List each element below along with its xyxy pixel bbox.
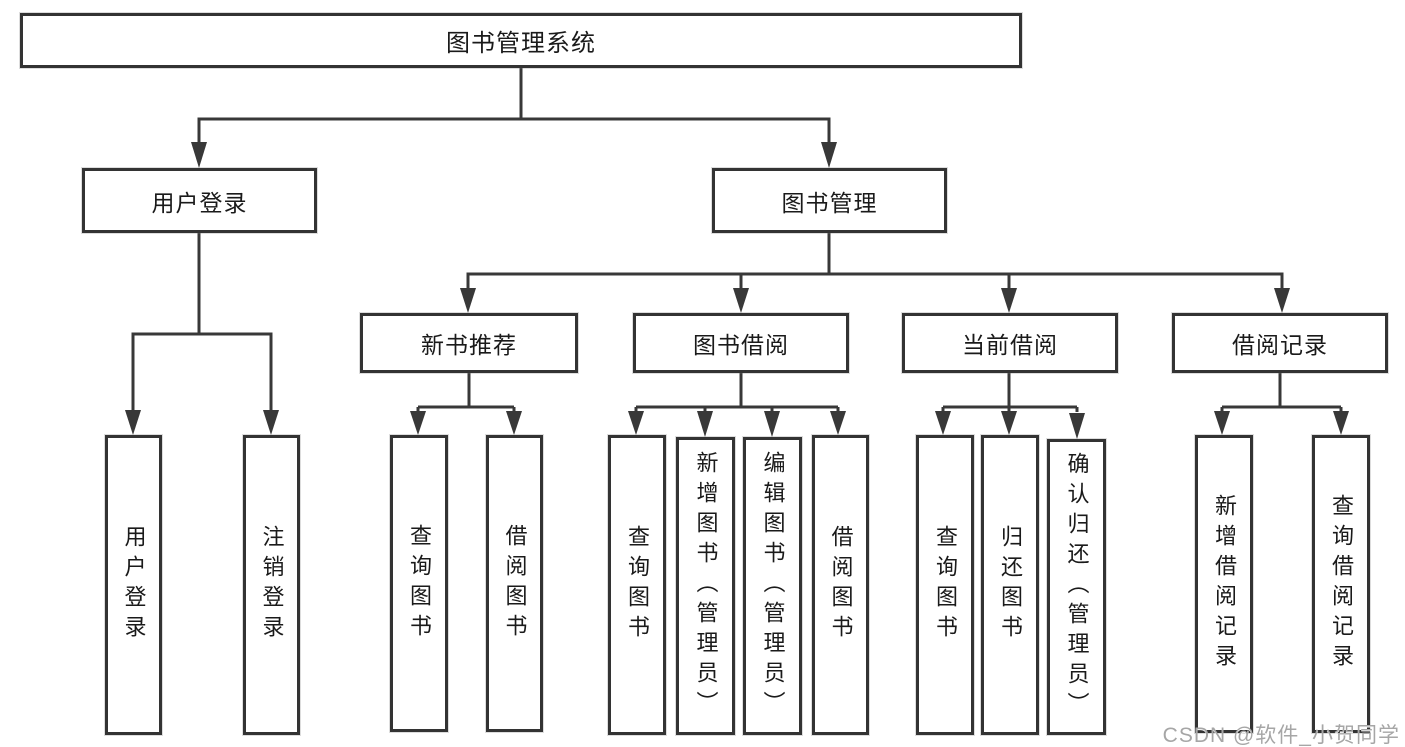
- leaf-query-books-recommendation: 查询图书: [390, 435, 448, 732]
- node-book-borrowing: 图书借阅: [633, 313, 849, 373]
- node-label: 图书管理: [781, 189, 878, 216]
- node-label: 借阅图书: [828, 525, 854, 645]
- node-label: 用户登录: [121, 525, 147, 645]
- node-current-borrowing: 当前借阅: [902, 313, 1118, 373]
- node-user-login: 用户登录: [82, 168, 317, 233]
- leaf-return-books: 归还图书: [981, 435, 1039, 735]
- node-label: 借阅图书: [502, 523, 528, 644]
- node-label: 查询借阅记录: [1329, 494, 1354, 674]
- node-borrowing-records: 借阅记录: [1172, 313, 1388, 373]
- leaf-add-borrow-record: 新增借阅记录: [1195, 435, 1253, 733]
- node-book-management: 图书管理: [712, 168, 947, 233]
- node-label: 借阅记录: [1232, 332, 1328, 358]
- node-label: 查询图书: [933, 525, 958, 645]
- arrowheads: [125, 142, 1349, 439]
- node-label: 当前借阅: [962, 332, 1058, 358]
- leaf-borrow-books-recommendation: 借阅图书: [486, 435, 543, 732]
- leaf-user-login: 用户登录: [105, 435, 162, 735]
- node-label: 编辑图书（管理员）: [760, 451, 786, 721]
- leaf-logout: 注销登录: [243, 435, 300, 735]
- node-label: 注销登录: [259, 525, 285, 645]
- node-library-management-system: 图书管理系统: [20, 13, 1022, 68]
- node-label: 图书借阅: [693, 332, 789, 358]
- node-label: 图书管理系统: [446, 30, 596, 57]
- node-label: 新书推荐: [421, 332, 517, 358]
- node-label: 新增借阅记录: [1212, 494, 1237, 674]
- node-label: 新增图书（管理员）: [693, 451, 719, 721]
- csdn-watermark: CSDN @软件_小贺同学: [1162, 724, 1400, 747]
- leaf-query-books-current: 查询图书: [916, 435, 974, 735]
- leaf-add-books-admin: 新增图书（管理员）: [676, 437, 735, 735]
- leaf-query-books-borrowing: 查询图书: [608, 435, 666, 735]
- leaf-edit-books-admin: 编辑图书（管理员）: [743, 437, 802, 735]
- node-new-book-recommendation: 新书推荐: [360, 313, 578, 373]
- node-label: 查询图书: [407, 523, 432, 644]
- node-label: 用户登录: [151, 189, 248, 216]
- node-label: 确认归还（管理员）: [1064, 452, 1090, 722]
- node-label: 查询图书: [625, 525, 650, 645]
- node-label: 归还图书: [998, 525, 1023, 645]
- leaf-borrow-books: 借阅图书: [812, 435, 869, 735]
- leaf-confirm-return-admin: 确认归还（管理员）: [1047, 439, 1106, 735]
- leaf-query-borrow-record: 查询借阅记录: [1312, 435, 1370, 733]
